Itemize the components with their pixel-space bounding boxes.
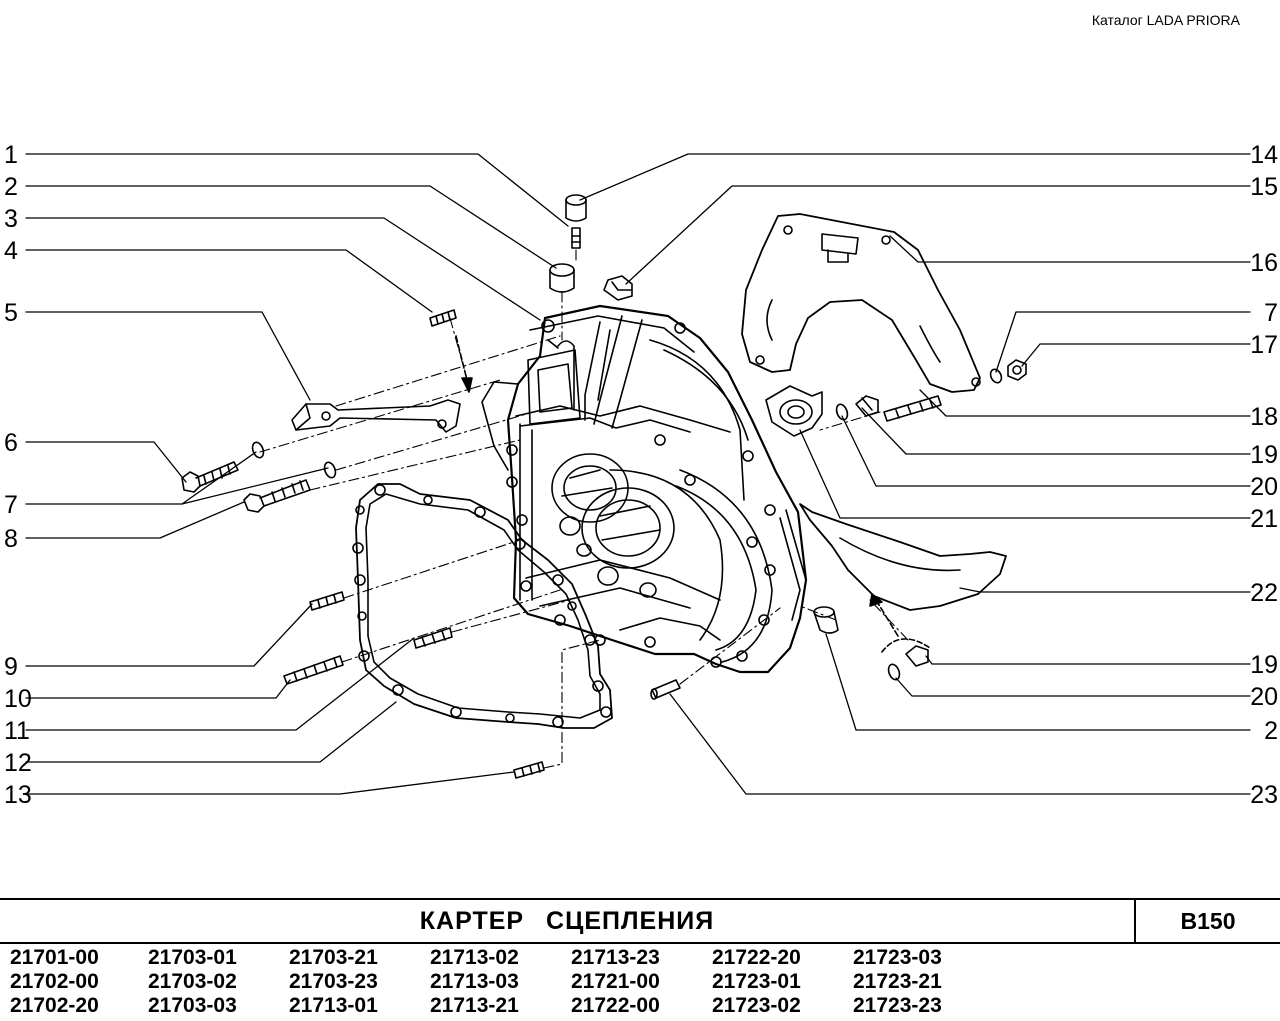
footer: КАРТЕР СЦЕПЛЕНИЯ B150 21701-00 21702-00 …: [0, 898, 1280, 1021]
callout-left-3: 3: [4, 205, 18, 233]
title-divider: [1134, 900, 1136, 942]
lower-cover-22: [799, 503, 1007, 611]
callout-right-15: 15: [1250, 173, 1278, 201]
callout-right-23: 23: [1250, 781, 1278, 809]
cover-plate-16: [741, 213, 981, 393]
bolt-19-top: [855, 395, 879, 417]
model-code: 21702-20: [10, 994, 99, 1017]
model-code: 21713-01: [289, 994, 378, 1017]
model-list: 21701-00 21702-00 21702-20 21703-01 2170…: [0, 946, 1280, 1021]
model-code: 21723-02: [712, 994, 801, 1017]
callout-right-20: 20: [1250, 473, 1278, 501]
model-code: 21723-21: [853, 970, 942, 993]
bushing-2-right: [813, 606, 839, 634]
model-code: 21723-01: [712, 970, 801, 993]
stud-18: [883, 395, 942, 422]
model-code: 21723-03: [853, 946, 942, 969]
model-code: 21703-21: [289, 946, 378, 969]
title-row: КАРТЕР СЦЕПЛЕНИЯ B150: [0, 898, 1280, 944]
washer-7-right: [989, 368, 1003, 384]
callout-left-12: 12: [4, 749, 32, 777]
callout-left-1: 1: [4, 141, 18, 169]
stud-12: [413, 627, 453, 649]
model-code: 21703-01: [148, 946, 237, 969]
stud-9: [309, 591, 345, 611]
callout-left-13: 13: [4, 781, 32, 809]
model-code: 21722-00: [571, 994, 660, 1017]
callout-left-6: 6: [4, 429, 18, 457]
model-code: 21713-02: [430, 946, 519, 969]
washer-20-top: [835, 403, 849, 421]
stud-13: [513, 761, 545, 779]
assembly-lines: [259, 249, 909, 769]
callout-left-11: 11: [4, 717, 30, 745]
callout-left-2: 2: [4, 173, 18, 201]
flange-21: [765, 385, 823, 437]
stud-10: [283, 655, 344, 685]
catalog-header: Каталог LADA PRIORA: [1091, 12, 1240, 28]
bushing-2-top: [549, 263, 575, 293]
model-code: 21703-23: [289, 970, 378, 993]
page-code: B150: [1180, 908, 1236, 934]
callout-right-7: 7: [1264, 299, 1278, 327]
callout-right-14: 14: [1250, 141, 1278, 169]
washer-20-bottom: [887, 663, 901, 681]
callout-right-22: 22: [1250, 579, 1278, 607]
model-code: 21721-00: [571, 970, 660, 993]
callout-right-21: 21: [1250, 505, 1278, 533]
cap-14: [565, 194, 587, 222]
callout-right-17: 17: [1250, 331, 1278, 359]
page-title: КАРТЕР СЦЕПЛЕНИЯ: [419, 907, 715, 935]
bolt-8: [243, 479, 311, 513]
mount-arrow-left: [455, 335, 473, 393]
callout-right-16: 16: [1250, 249, 1278, 277]
plug-15: [603, 275, 633, 301]
pin-23: [650, 679, 681, 700]
model-code: 21703-02: [148, 970, 237, 993]
exploded-parts-diagram: 1 2 3 4 5 6 7 8 9 10 11 12 13 14 15 16 7…: [4, 141, 1278, 809]
model-code: 21723-23: [853, 994, 942, 1017]
screw-3: [571, 227, 581, 249]
bolt-19-bottom: [905, 645, 929, 667]
washer-7b: [323, 461, 337, 479]
callout-right-19: 19: [1250, 441, 1278, 469]
mount-arrow-right: [869, 593, 931, 653]
model-code: 21701-00: [10, 946, 99, 969]
callout-left-5: 5: [4, 299, 18, 327]
model-code: 21713-23: [571, 946, 660, 969]
callout-left-10: 10: [4, 685, 32, 713]
callout-left-8: 8: [4, 525, 18, 553]
callout-right-19b: 19: [1250, 651, 1278, 679]
callout-left-7: 7: [4, 491, 18, 519]
model-code: 21722-20: [712, 946, 801, 969]
clutch-housing: [481, 304, 808, 674]
nut-17: [1007, 359, 1027, 381]
washer-7a: [251, 441, 265, 459]
housing-gasket: [352, 483, 613, 729]
model-code: 21713-21: [430, 994, 519, 1017]
callout-right-20b: 20: [1250, 683, 1278, 711]
bolt-6: [181, 461, 239, 493]
leader-lines: [25, 153, 1251, 795]
callout-left-4: 4: [4, 237, 18, 265]
model-code: 21702-00: [10, 970, 99, 993]
model-code: 21703-03: [148, 994, 237, 1017]
callout-right-2: 2: [1264, 717, 1278, 745]
callout-right-18: 18: [1250, 403, 1278, 431]
bracket: [291, 399, 461, 433]
model-code: 21713-03: [430, 970, 519, 993]
callout-left-9: 9: [4, 653, 18, 681]
